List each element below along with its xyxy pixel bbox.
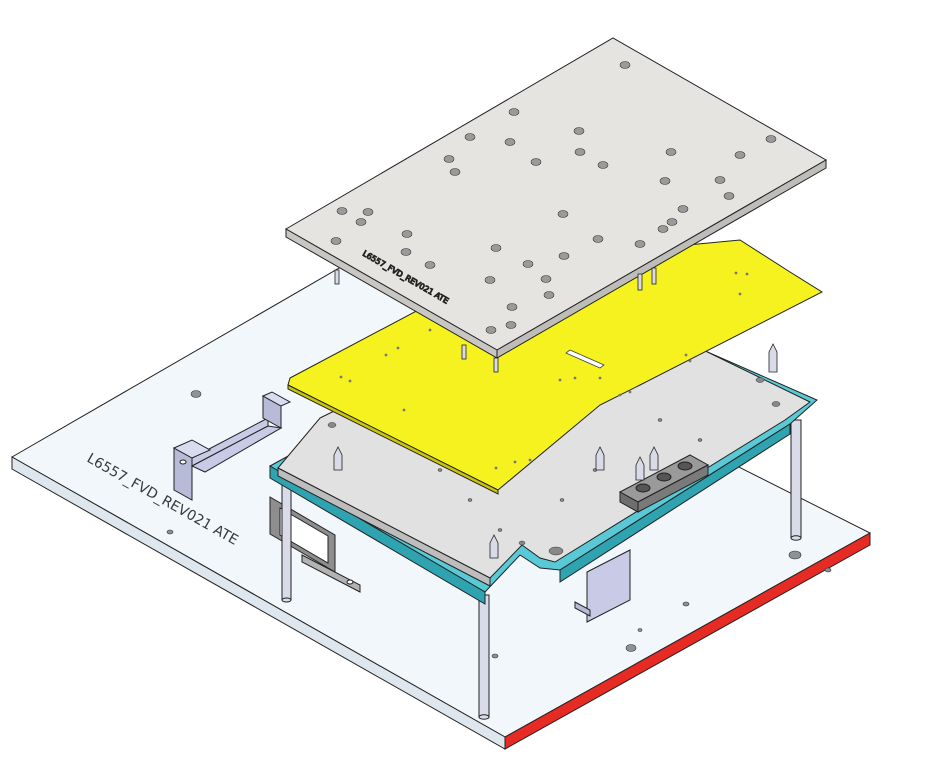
connector-block	[618, 454, 710, 513]
u-bracket	[172, 391, 292, 501]
pcb-edge	[287, 384, 499, 495]
top-plate-pins	[334, 267, 657, 373]
guide-pins	[333, 343, 778, 559]
top-plate: L6557_FVD_REV021 ATE	[285, 37, 828, 359]
top-plate-right-edge	[496, 159, 827, 359]
middle-plate-edge	[277, 467, 491, 587]
hanging-bracket	[574, 549, 631, 623]
base-plate-right-edge	[504, 532, 871, 750]
base-plate-holes	[166, 390, 832, 659]
carrier-frame-edge	[269, 465, 486, 605]
pcb-board	[287, 239, 824, 495]
